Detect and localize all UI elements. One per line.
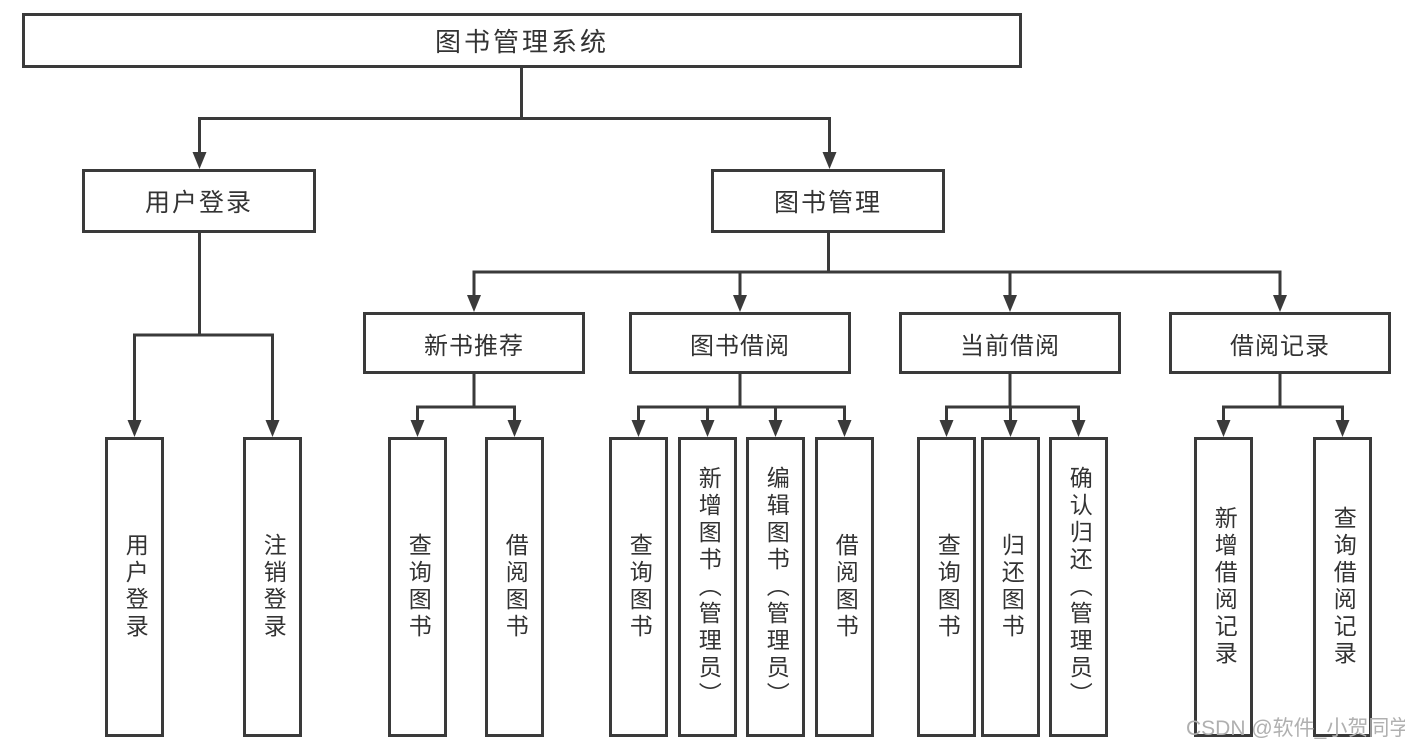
- node-label: 查询借阅记录: [1330, 506, 1357, 668]
- leaf-query-book-borrow: 查询图书: [609, 437, 668, 737]
- node-label: 用户登录: [122, 533, 149, 641]
- node-label: 新增图书（管理员）: [695, 465, 722, 709]
- node-label: 图书管理: [773, 189, 882, 217]
- node-label: 查询图书: [405, 533, 432, 641]
- node-label: 当前借阅: [960, 332, 1060, 360]
- leaf-borrow-book: 借阅图书: [815, 437, 874, 737]
- node-borrow-records: 借阅记录: [1169, 312, 1391, 374]
- node-label: 编辑图书（管理员）: [763, 465, 790, 709]
- connector-current-borrow-children: [939, 374, 1086, 437]
- node-label: 新增借阅记录: [1211, 506, 1238, 668]
- node-label: 借阅图书: [502, 533, 529, 641]
- connector-book-borrow-children: [631, 374, 852, 437]
- leaf-confirm-return-admin: 确认归还（管理员）: [1049, 437, 1108, 737]
- node-current-borrow: 当前借阅: [899, 312, 1121, 374]
- leaf-logout: 注销登录: [243, 437, 302, 737]
- connector-user-login-children: [127, 233, 280, 437]
- node-label: 确认归还（管理员）: [1066, 465, 1093, 709]
- node-label: 借阅图书: [832, 533, 859, 641]
- leaf-query-borrow-record: 查询借阅记录: [1313, 437, 1372, 737]
- leaf-edit-book-admin: 编辑图书（管理员）: [746, 437, 805, 737]
- node-new-book-recommend: 新书推荐: [363, 312, 585, 374]
- node-label: 借阅记录: [1230, 332, 1330, 360]
- leaf-add-borrow-record: 新增借阅记录: [1194, 437, 1253, 737]
- node-book-borrow: 图书借阅: [629, 312, 851, 374]
- connector-new-book-children: [410, 374, 522, 437]
- node-root-system: 图书管理系统: [22, 13, 1022, 68]
- connector-book-management-sections: [467, 233, 1287, 312]
- csdn-watermark: CSDN @软件_小贺同学: [1186, 717, 1405, 740]
- leaf-query-book-current: 查询图书: [917, 437, 976, 737]
- connector-borrow-records-children: [1216, 374, 1350, 437]
- node-label: 归还图书: [998, 533, 1025, 641]
- node-label: 用户登录: [144, 189, 253, 217]
- leaf-borrow-book-recommend: 借阅图书: [485, 437, 544, 737]
- leaf-query-book-recommend: 查询图书: [388, 437, 447, 737]
- connector-root-to-level1: [192, 68, 837, 169]
- node-label: 新书推荐: [424, 332, 524, 360]
- node-label: 图书借阅: [690, 332, 790, 360]
- node-book-management-branch: 图书管理: [711, 169, 945, 233]
- node-label: 注销登录: [260, 533, 287, 641]
- leaf-user-login: 用户登录: [105, 437, 164, 737]
- leaf-add-book-admin: 新增图书（管理员）: [678, 437, 737, 737]
- node-user-login-branch: 用户登录: [82, 169, 316, 233]
- node-label: 图书管理系统: [434, 27, 609, 57]
- node-label: 查询图书: [934, 533, 961, 641]
- node-label: 查询图书: [626, 533, 653, 641]
- leaf-return-book: 归还图书: [981, 437, 1040, 737]
